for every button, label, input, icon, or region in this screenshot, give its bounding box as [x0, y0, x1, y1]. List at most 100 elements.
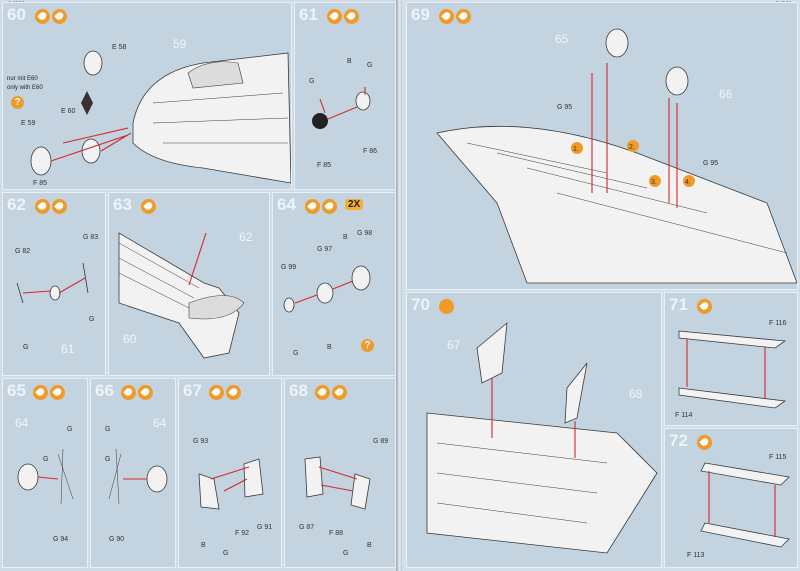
- paint-icon: [52, 199, 67, 214]
- step-64-number: 64: [277, 195, 296, 214]
- step-71-number: 71: [669, 295, 688, 314]
- step-70-number: 70: [411, 295, 430, 314]
- flap-upper-shape: [678, 330, 787, 349]
- glue-icon: [121, 385, 136, 400]
- part-e58-label: E 58: [112, 44, 127, 51]
- step-72-icons: [697, 435, 712, 450]
- step-68-panel: 68 G 89 G 87 F 88 G B: [284, 378, 396, 568]
- step-62-number: 62: [7, 195, 26, 214]
- g-flag2-label: G: [43, 456, 48, 463]
- gear-door-67: [476, 322, 508, 384]
- g-flag-label: G: [309, 78, 314, 85]
- wing-shape: [426, 412, 658, 554]
- step-69-drawing: 1. 2. 3. 4. 65 66 63 G 95 G 95: [436, 28, 797, 284]
- step-64-drawing: G 99 G 97 G 98 G B B: [281, 230, 372, 357]
- part-68-label: 68: [629, 387, 643, 401]
- part-66-label: 66: [719, 87, 733, 101]
- part-g89-label: G 89: [373, 438, 388, 445]
- step-72-drawing: F 115 F 113: [687, 454, 790, 559]
- glue-icon: [35, 199, 50, 214]
- step-64-icons: [305, 199, 337, 214]
- binding-gutter: [396, 0, 404, 571]
- step-67-panel: 67 G 93 G 91 F 92 G B: [178, 378, 282, 568]
- fuselage-shape: [132, 52, 291, 184]
- g-flag-label: G: [105, 426, 110, 433]
- wheel-shape: [146, 465, 168, 493]
- glue-icon: [209, 385, 224, 400]
- step-63-number: 63: [113, 195, 132, 214]
- wheel-large-shape: [351, 265, 371, 291]
- wheel-66-shape: [665, 66, 689, 96]
- multiplier-badge: 2X: [345, 199, 364, 210]
- wing-shape: [436, 125, 797, 284]
- step-62-panel: 62 G 82 G 83 61 G G: [2, 192, 106, 376]
- glue-icon: [697, 299, 712, 314]
- g-flag-label: G: [293, 350, 298, 357]
- step-63-panel: 63 62 60: [108, 192, 270, 376]
- gear-door-right: [243, 458, 264, 498]
- part-64-label: 64: [15, 416, 29, 430]
- step-65-icons: [33, 385, 65, 400]
- step-70-icons: [439, 299, 454, 314]
- step-63-icons: [141, 199, 156, 214]
- spinner-ring: [83, 50, 103, 76]
- step-69-icons: [439, 9, 471, 24]
- paint-icon: [50, 385, 65, 400]
- part-60-label: 60: [123, 332, 137, 346]
- part-e59-label: E 59: [21, 120, 36, 127]
- step-64-panel: 64 2X ? G 99 G 97 G 98 G B B: [272, 192, 396, 376]
- step-60-note-de: nur mit E60: [7, 76, 38, 82]
- b-flag2-label: B: [343, 234, 348, 241]
- step-60-drawing: E 58 E 60 E 59 F 85 59: [21, 37, 291, 187]
- sequence-4-label: 4.: [685, 179, 691, 186]
- part-f88-label: F 88: [329, 530, 343, 537]
- step-60-note-en: only with E60: [7, 85, 43, 91]
- sequence-3-marker: [649, 175, 661, 187]
- step-65-number: 65: [7, 381, 26, 400]
- flap-lower-shape: [678, 387, 787, 409]
- step-61-icons: [327, 9, 359, 24]
- part-f85-label: F 85: [317, 162, 331, 169]
- step-62-drawing: G 82 G 83 61 G G: [15, 234, 98, 356]
- glue-icon: [305, 199, 320, 214]
- glue-icon: [439, 299, 454, 314]
- step-71-panel: 71 F 116 F 114: [664, 292, 798, 426]
- part-g97-label: G 97: [317, 246, 332, 253]
- step-67-number: 67: [183, 381, 202, 400]
- part-62-label: 62: [239, 230, 253, 244]
- wheel-shape: [17, 463, 39, 491]
- part-f92-label: F 92: [235, 530, 249, 537]
- sequence-2-marker: [627, 140, 639, 152]
- glue-icon: [327, 9, 342, 24]
- part-f85-label: F 85: [33, 180, 47, 187]
- step-68-drawing: G 89 G 87 F 88 G B: [299, 438, 388, 557]
- tailwheel-shape: [49, 285, 61, 301]
- part-g95b-label: G 95: [703, 160, 718, 167]
- part-g87-label: G 87: [299, 524, 314, 531]
- glue-icon: [315, 385, 330, 400]
- part-g99-label: G 99: [281, 264, 296, 271]
- g-flag-label: G: [343, 550, 348, 557]
- glue-icon: [141, 199, 156, 214]
- right-page: 04968 27 69 1. 2. 3. 4.: [402, 0, 800, 571]
- step-66-drawing: 64 G 90 G G: [105, 416, 168, 543]
- sequence-1-label: 1.: [573, 146, 579, 153]
- step-70-drawing: 67 68 69: [426, 322, 658, 554]
- question-mark-icon: ?: [361, 339, 374, 352]
- step-61-panel: 61 G B G F 85 F 86: [294, 2, 396, 190]
- b-flag-label: B: [201, 542, 206, 549]
- g-flag2-label: G: [105, 456, 110, 463]
- sequence-4-marker: [683, 175, 695, 187]
- step-71-icons: [697, 299, 712, 314]
- wheel-mid-shape: [316, 282, 334, 304]
- part-g98-label: G 98: [357, 230, 372, 237]
- step-72-number: 72: [669, 431, 688, 450]
- part-g83-label: G 83: [83, 234, 98, 241]
- step-60-number: 60: [7, 5, 26, 24]
- paint-icon: [456, 9, 471, 24]
- part-e60-label: E 60: [61, 108, 76, 115]
- part-f86-label: F 86: [363, 148, 377, 155]
- part-69-label: 69: [629, 456, 643, 470]
- step-66-number: 66: [95, 381, 114, 400]
- paint-icon: [226, 385, 241, 400]
